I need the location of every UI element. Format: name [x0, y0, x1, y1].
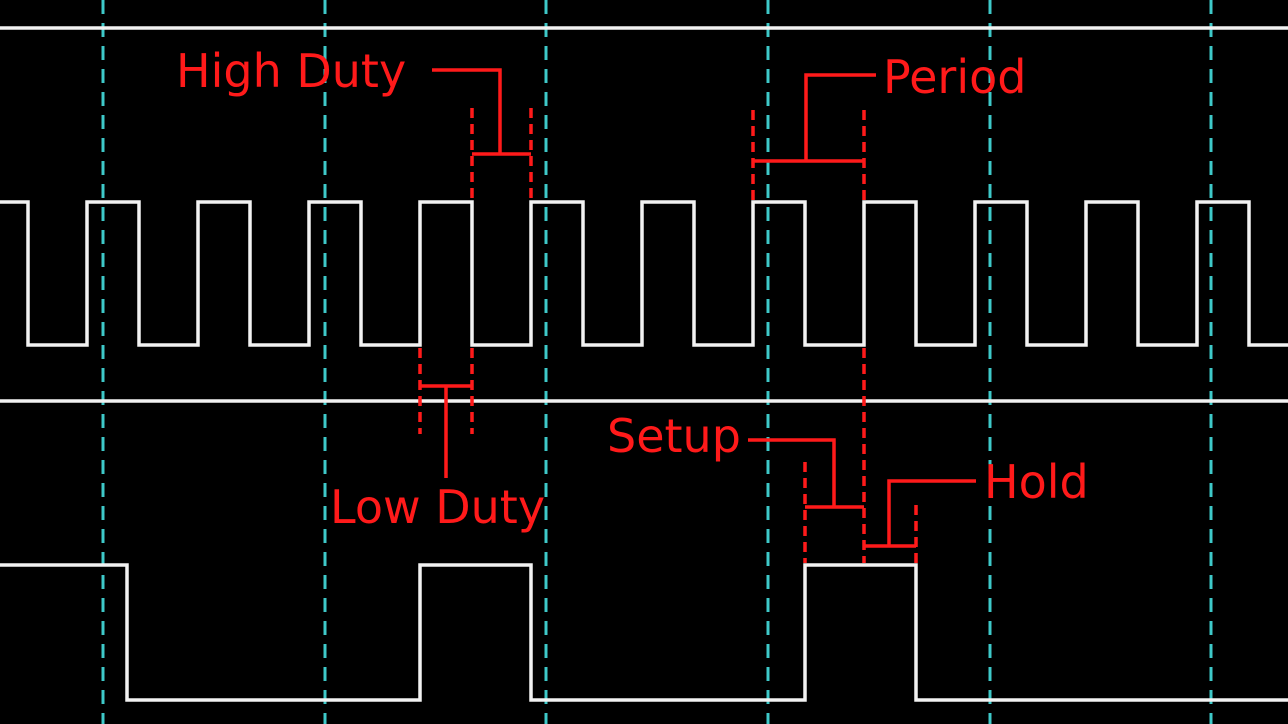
- hold-leader: [887, 479, 976, 546]
- annotation-labels: High Duty Period Low Duty Setup Hold: [176, 44, 1089, 534]
- high-duty-label: High Duty: [176, 44, 406, 98]
- low-duty-label: Low Duty: [330, 480, 545, 534]
- high-duty-leader: [432, 68, 502, 154]
- data-signal: [0, 563, 1288, 702]
- clock-signal: [0, 200, 1288, 347]
- annotations: [418, 68, 976, 563]
- hold-label: Hold: [984, 455, 1089, 509]
- setup-leader: [748, 438, 836, 507]
- period-label: Period: [883, 50, 1026, 104]
- period-leader: [804, 73, 876, 161]
- signal-traces: [0, 26, 1288, 702]
- setup-label: Setup: [607, 409, 741, 463]
- grid-lines: [101, 0, 1213, 724]
